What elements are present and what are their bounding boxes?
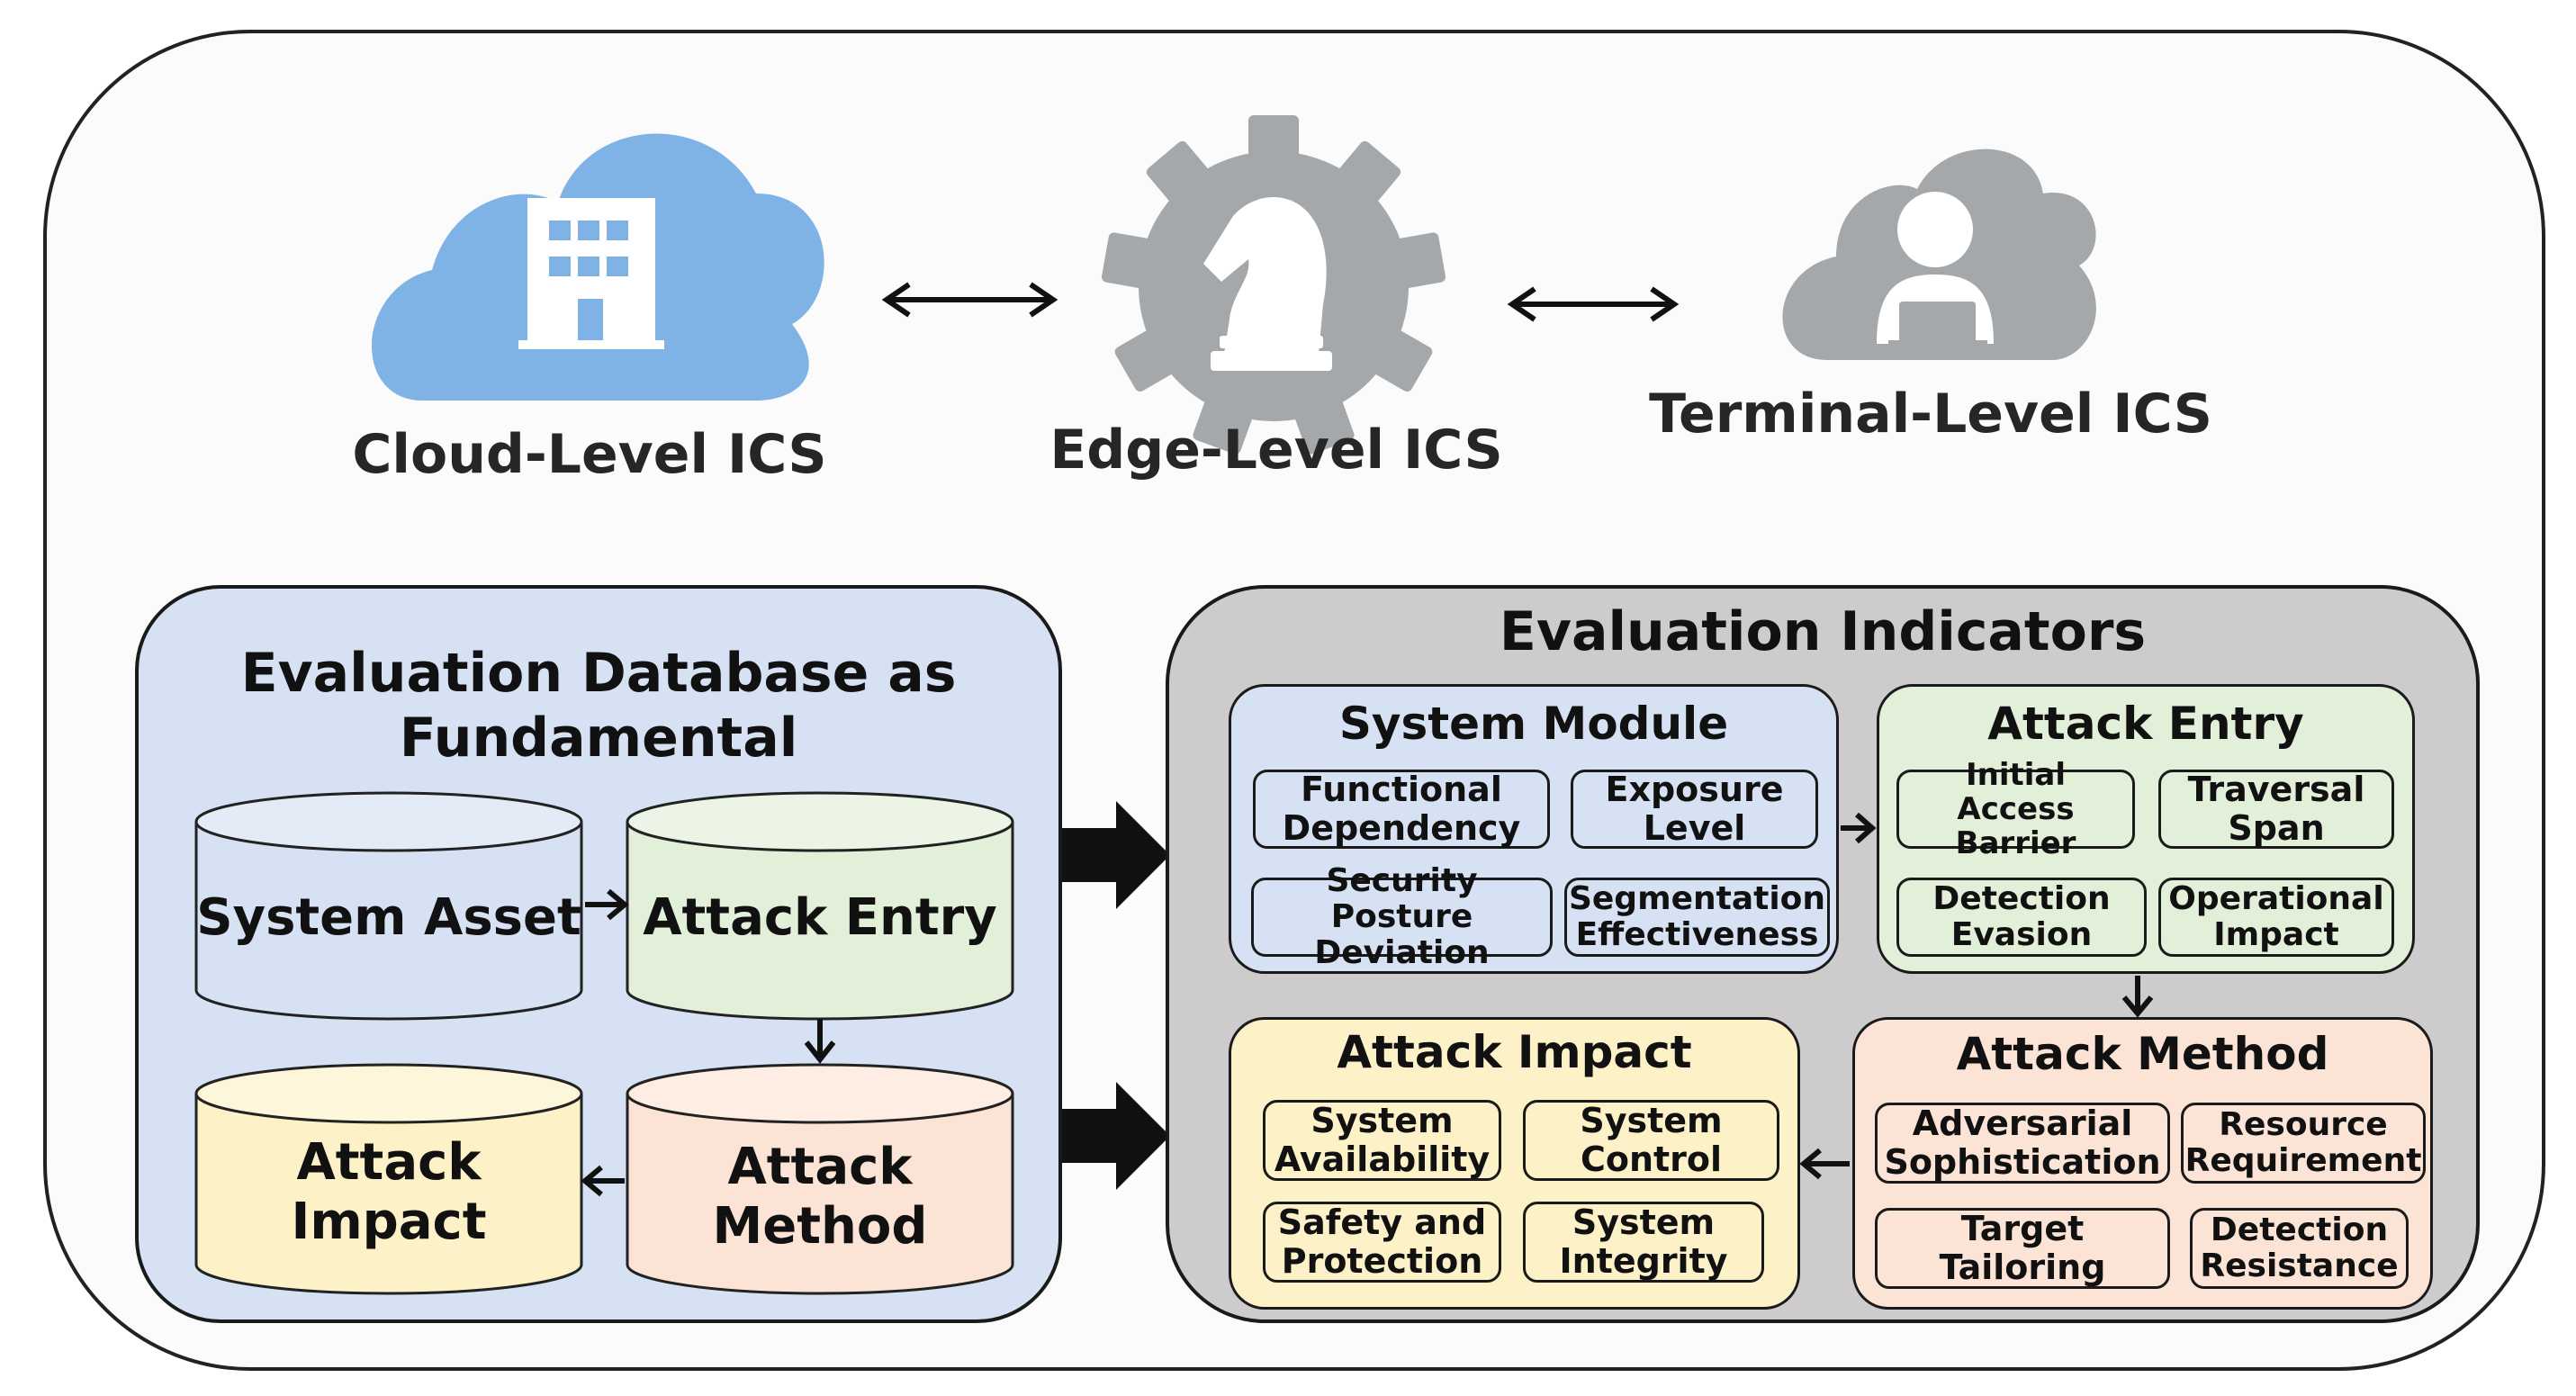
edge-level-label: Edge-Level ICS [1049,419,1503,482]
gear-knight-icon [1101,115,1446,455]
evaluation-database-title: Evaluation Database as Fundamental [240,642,957,770]
db-attack-method-label: Attack Method [712,1138,928,1256]
indicator-detection-resistance: Detection Resistance [2190,1208,2409,1289]
indicator-security-posture-deviation: Security Posture Deviation [1251,862,1553,971]
terminal-level-label: Terminal-Level ICS [1649,383,2212,446]
indicator-system-integrity: System Integrity [1523,1202,1764,1283]
block-arrow-upper [1062,801,1170,909]
indicator-functional-dependency: Functional Dependency [1253,770,1550,849]
cylinder-attack-impact [194,1063,583,1295]
indicator-target-tailoring: Target Tailoring [1875,1208,2170,1289]
cylinder-attack-entry [626,791,1014,1021]
block-arrows [1062,801,1170,1190]
cylinder-attack-method [626,1063,1014,1295]
indicator-safety-and-protection: Safety and Protection [1263,1202,1501,1283]
indicator-operational-impact: Operational Impact [2158,878,2394,957]
system-module-title: System Module [1338,698,1729,750]
attack-method-title: Attack Method [1956,1028,2329,1080]
indicator-adversarial-sophistication: Adversarial Sophistication [1875,1103,2170,1184]
cylinder-system-asset [194,791,583,1021]
indicator-exposure-level: Exposure Level [1571,770,1818,849]
indicator-segmentation-effectiveness: Segmentation Effectiveness [1564,878,1830,957]
db-arrows [581,888,836,1197]
system-asset-label: System Asset [196,888,581,948]
cloud-level-label: Cloud-Level ICS [352,423,827,486]
indicator-system-availability: System Availability [1263,1100,1501,1181]
attack-impact-title: Attack Impact [1337,1026,1692,1078]
block-arrow-lower [1062,1082,1170,1190]
cloud-building-icon [371,133,824,401]
double-arrow-edge-terminal [1507,286,1680,322]
cloud-person-icon [1782,149,2096,360]
double-arrow-cloud-edge [881,282,1058,318]
evaluation-indicators-title: Evaluation Indicators [1499,600,2147,663]
indicator-traversal-span: Traversal Span [2158,770,2394,849]
indicator-resource-requirement: Resource Requirement [2181,1103,2426,1184]
attack-entry-title: Attack Entry [1987,698,2304,750]
db-attack-entry-label: Attack Entry [643,888,997,948]
indicator-detection-evasion: Detection Evasion [1896,878,2147,957]
indicator-system-control: System Control [1523,1100,1779,1181]
db-attack-impact-label: Attack Impact [291,1133,487,1251]
